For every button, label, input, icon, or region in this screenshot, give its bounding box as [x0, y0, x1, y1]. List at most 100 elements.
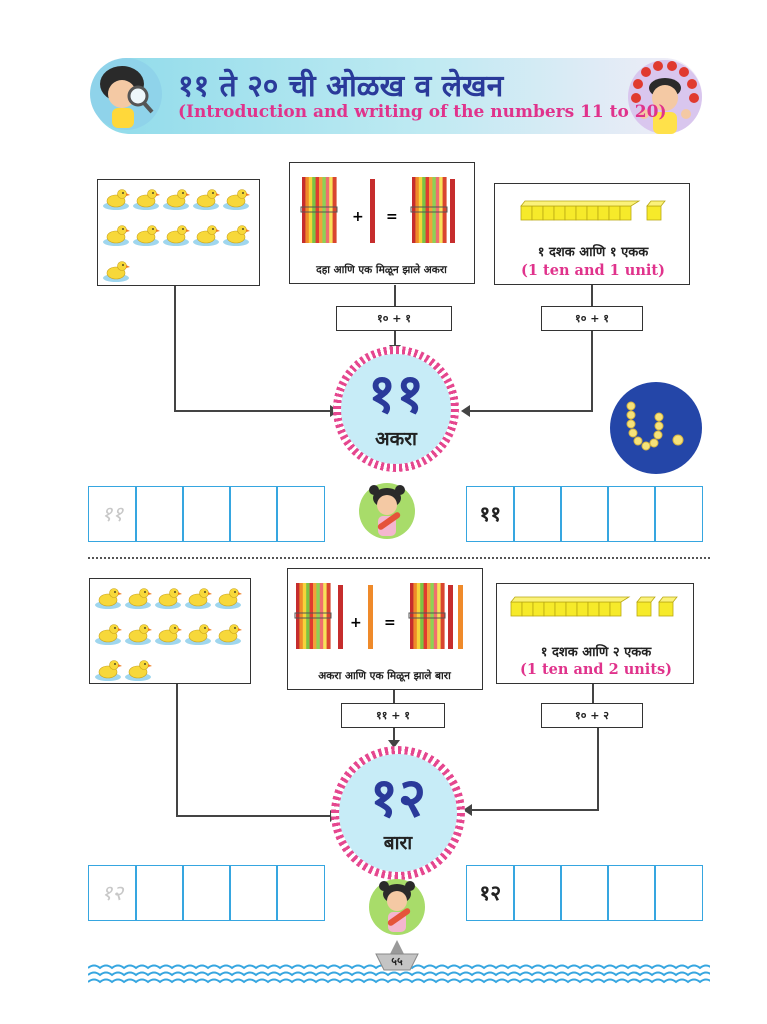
- duck-icon: [103, 261, 130, 282]
- blocks-phrase-en: (1 ten and 2 units): [519, 661, 673, 678]
- write-cell[interactable]: [513, 486, 562, 542]
- write-cell[interactable]: [276, 865, 325, 921]
- trace-grid-11: ११: [88, 486, 325, 542]
- sum-box-left: ११ + १: [341, 703, 445, 728]
- duck-icon: [95, 588, 122, 609]
- girl-pencil-icon: [366, 874, 428, 936]
- stick: [296, 583, 300, 649]
- stick: [308, 177, 313, 243]
- stick: [440, 583, 445, 649]
- base-ten-blocks: [510, 596, 678, 617]
- stick: [415, 177, 420, 243]
- connector: [176, 815, 332, 817]
- connector: [176, 684, 178, 816]
- connector: [591, 331, 593, 411]
- write-cell: १२: [466, 865, 515, 921]
- ten-rod-cube: [520, 205, 533, 221]
- section-divider: [88, 557, 710, 559]
- ten-rod-cube: [554, 601, 567, 617]
- ten-rod-cube: [553, 205, 566, 221]
- stick: [319, 177, 323, 243]
- number-word: बारा: [383, 832, 413, 854]
- page-subtitle: (Introduction and writing of the numbers…: [178, 102, 667, 122]
- ten-rod-cube: [521, 601, 534, 617]
- sum-box-right: १० + १: [541, 306, 643, 331]
- sticks-box-12: + = अकरा आणि एक मिळून झाले बारा: [287, 568, 483, 690]
- connector: [394, 285, 396, 307]
- arrow-down-icon: [388, 740, 400, 748]
- stick: [429, 177, 433, 243]
- blocks-phrase-en: (1 ten and 1 unit): [521, 262, 665, 279]
- stick: [410, 583, 414, 649]
- write-cell[interactable]: [182, 486, 231, 542]
- write-cell[interactable]: [654, 865, 703, 921]
- write-cell[interactable]: [276, 486, 325, 542]
- connector: [470, 410, 593, 412]
- ten-rod-cube: [575, 205, 588, 221]
- stick: [316, 583, 321, 649]
- connector: [592, 684, 594, 704]
- number-circle-11: ११ अकरा: [333, 346, 459, 472]
- write-cell[interactable]: [229, 865, 278, 921]
- stick: [435, 177, 440, 243]
- write-cell[interactable]: [607, 486, 656, 542]
- connector: [174, 286, 176, 411]
- duck-icon: [193, 189, 220, 210]
- stick: [325, 177, 330, 243]
- write-cell[interactable]: [229, 486, 278, 542]
- ten-rod-cube: [598, 601, 611, 617]
- stick: [418, 177, 423, 243]
- connector: [393, 690, 395, 704]
- duck-icon: [103, 225, 130, 246]
- stick: [309, 583, 314, 649]
- write-cell[interactable]: [135, 486, 184, 542]
- write-cell: ११: [466, 486, 515, 542]
- stick: [313, 583, 317, 649]
- write-cell[interactable]: [182, 865, 231, 921]
- connector: [472, 809, 599, 811]
- beads-11-icon: [608, 380, 704, 476]
- number-circle-12: १२ बारा: [331, 746, 465, 880]
- duck-icon: [163, 189, 190, 210]
- trace-cell: ११: [88, 486, 137, 542]
- duck-icon: [155, 588, 182, 609]
- ducks-group: [103, 189, 250, 282]
- ten-rod-cube: [609, 601, 622, 617]
- ducks-group: [95, 588, 242, 681]
- stick: [315, 177, 320, 243]
- write-cell[interactable]: [560, 486, 609, 542]
- svg-text:=: =: [386, 209, 398, 225]
- stick: [423, 583, 428, 649]
- write-cell[interactable]: [135, 865, 184, 921]
- sticks-box-11: + = दहा आणि एक मिळून झाले अकरा: [289, 162, 475, 284]
- sticks-illustration: + =: [300, 177, 455, 243]
- duck-icon: [185, 624, 212, 645]
- stick: [412, 177, 416, 243]
- big-number: १२: [369, 766, 427, 829]
- ten-rod-cube: [619, 205, 632, 221]
- write-cell[interactable]: [654, 486, 703, 542]
- stick: [432, 177, 437, 243]
- stick: [439, 177, 444, 243]
- stick: [302, 177, 306, 243]
- duck-icon: [133, 225, 160, 246]
- connector: [597, 728, 599, 810]
- arrow-left-icon: [461, 405, 470, 417]
- connector: [174, 410, 332, 412]
- write-cell[interactable]: [513, 865, 562, 921]
- unit-cube: [646, 205, 662, 221]
- ten-rod-cube: [597, 205, 610, 221]
- blocks-phrase-mr: १ दशक आणि २ एकक: [540, 645, 652, 660]
- ten-rod-cube: [565, 601, 578, 617]
- stick: [420, 583, 425, 649]
- duck-icon: [185, 588, 212, 609]
- connector: [394, 331, 396, 347]
- write-cell[interactable]: [560, 865, 609, 921]
- paper-boat-icon: [374, 938, 420, 972]
- write-cell[interactable]: [607, 865, 656, 921]
- svg-text:=: =: [384, 615, 396, 631]
- blocks-phrase-mr: १ दशक आणि १ एकक: [537, 245, 649, 260]
- trace-grid-12: १२: [88, 865, 325, 921]
- stick: [306, 583, 311, 649]
- stick: [329, 177, 334, 243]
